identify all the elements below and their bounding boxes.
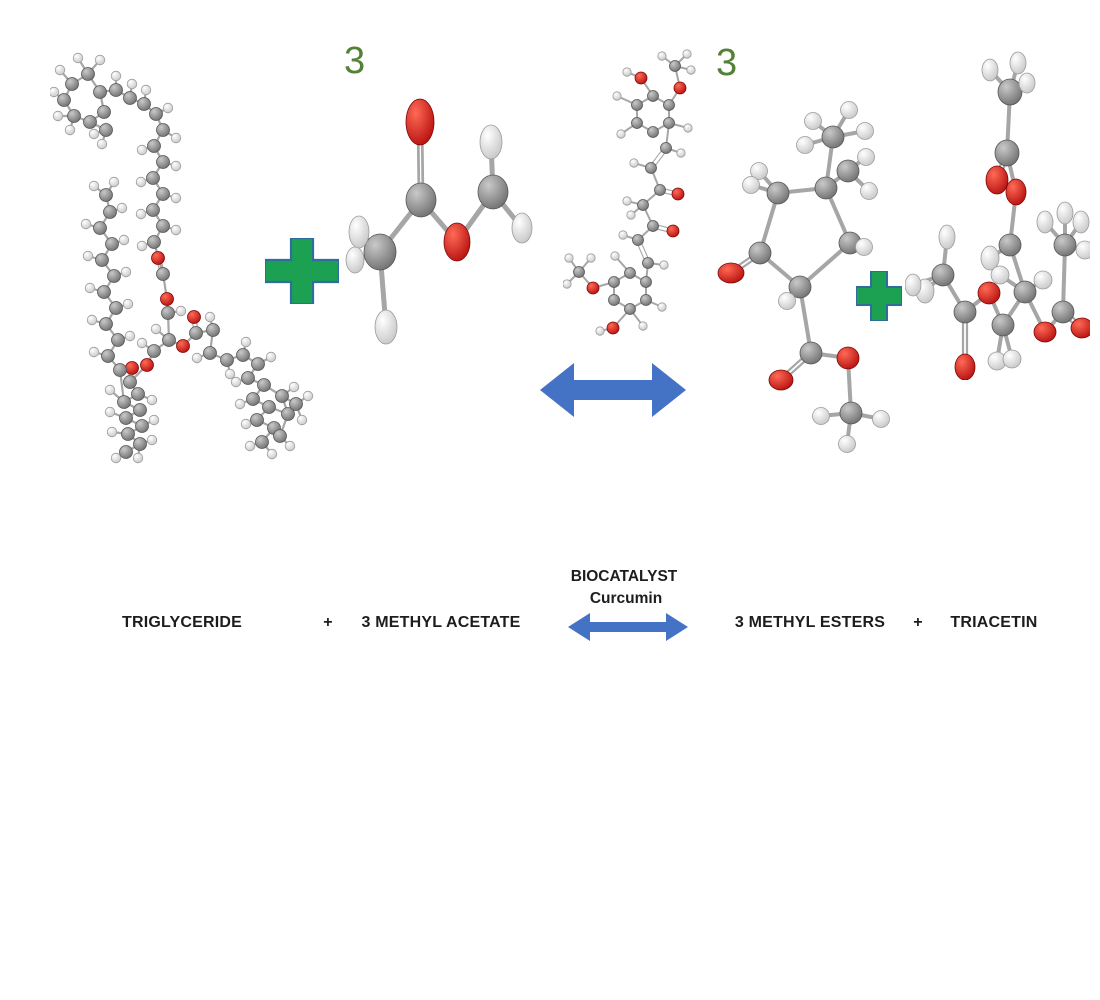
methyl-esters-structure <box>713 95 913 465</box>
equilibrium-arrow-icon <box>540 363 686 422</box>
curcumin-structure <box>562 48 713 353</box>
label-triacetin: TRIACETIN <box>950 614 1038 631</box>
label-methyl-esters: 3 METHYL ESTERS <box>734 614 886 631</box>
label-plus-products: + <box>913 614 923 631</box>
label-curcumin: Curcumin <box>589 590 663 607</box>
coefficient-methyl-esters: 3 <box>716 42 738 84</box>
plus-shape <box>263 236 341 306</box>
coefficient-methyl-acetate: 3 <box>344 40 366 82</box>
equation-arrow-icon <box>568 613 688 646</box>
methyl-acetate-structure <box>345 82 550 377</box>
double-arrow-shape <box>568 613 688 641</box>
label-plus-reactants: + <box>323 614 333 631</box>
triacetin-structure <box>904 45 1095 385</box>
double-arrow-shape <box>540 363 686 417</box>
plus-icon-reactants <box>263 236 341 309</box>
label-triglyceride: TRIGLYCERIDE <box>121 614 243 631</box>
plus-icon-products <box>855 270 903 326</box>
label-methyl-acetate: 3 METHYL ACETATE <box>361 614 521 631</box>
label-biocatalyst: BIOCATALYST <box>570 568 678 585</box>
plus-shape <box>855 270 903 322</box>
triglyceride-structure <box>48 52 320 475</box>
